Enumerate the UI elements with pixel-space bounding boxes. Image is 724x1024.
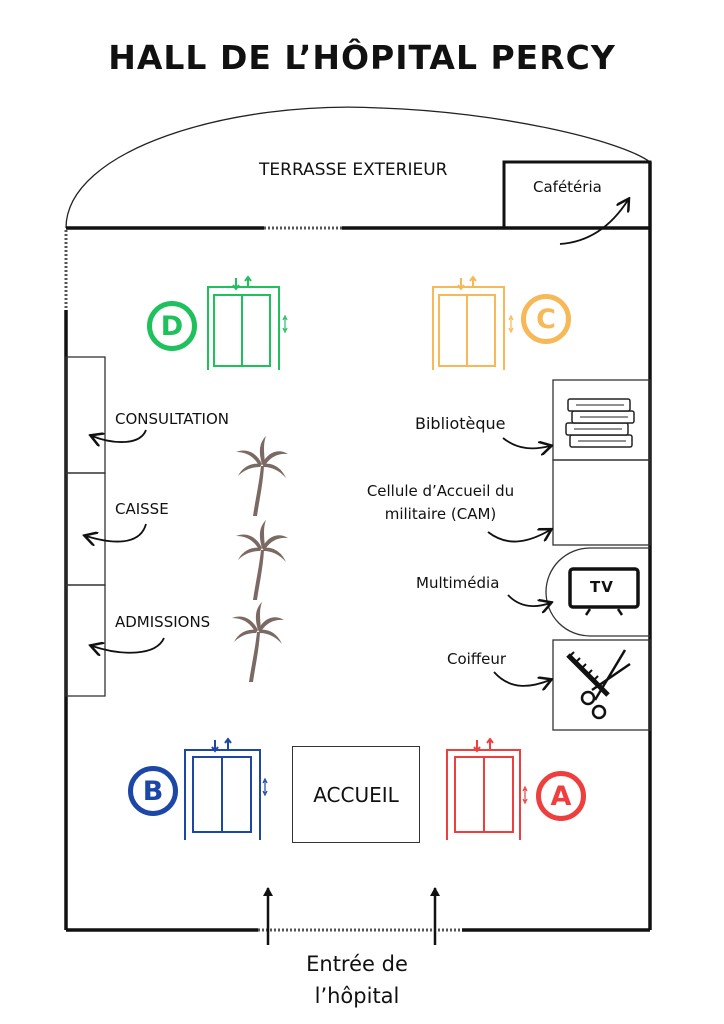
map-title: HALL DE L’HÔPITAL PERCY: [108, 38, 616, 77]
entrance-label: Entrée de l’hôpital: [262, 948, 452, 1012]
library-label: Bibliotèque: [415, 414, 506, 433]
terrace-dome: [65, 106, 651, 229]
cafeteria-label: Cafétéria: [533, 178, 602, 196]
palm-tree-icon: [232, 602, 284, 682]
multimedia-label: Multimédia: [416, 574, 500, 592]
arrow-icon: [502, 437, 550, 448]
arrow-icon: [92, 429, 147, 442]
elevator-icon: [184, 737, 268, 840]
elevator-b-badge: B: [128, 766, 178, 816]
reception-label: ACCUEIL: [313, 782, 399, 807]
palm-tree-icon: [236, 436, 288, 516]
caisse-label: CAISSE: [115, 500, 169, 518]
arrow-icon: [92, 637, 165, 653]
arrow-icon: [559, 200, 628, 245]
tv-icon: [568, 567, 640, 616]
direction-arrows: [86, 200, 628, 686]
arrow-icon: [493, 671, 550, 686]
elevator-a-badge: A: [536, 771, 586, 821]
left-rooms: [65, 356, 106, 697]
elevator-icon: [207, 275, 288, 370]
cam-label-line: Cellule d’Accueil du: [366, 482, 515, 500]
elevator-icon: [446, 737, 528, 840]
cafeteria-room: [502, 160, 652, 230]
consultation-label: CONSULTATION: [115, 410, 230, 428]
terrace-label: TERRASSE EXTERIEUR: [259, 160, 448, 180]
arrow-icon: [86, 523, 147, 542]
cam-label-line: militaire (CAM): [384, 505, 497, 523]
entrance-line: Entrée de: [306, 952, 408, 976]
entrance-line: l’hôpital: [314, 984, 400, 1008]
door-openings: [64, 226, 462, 932]
elevator-d-badge: D: [147, 301, 197, 351]
arrow-icon: [507, 594, 550, 606]
tv-label: TV: [590, 578, 614, 596]
arrow-icon: [487, 530, 550, 543]
books-icon: [565, 398, 635, 448]
cam-label: Cellule d’Accueil du militaire (CAM): [348, 480, 533, 526]
hairdresser-label: Coiffeur: [447, 650, 507, 668]
scissors-comb-icon: [566, 649, 631, 720]
reception-desk: ACCUEIL: [292, 746, 420, 843]
palm-tree-icon: [236, 520, 288, 600]
entrance-arrows: [263, 887, 440, 945]
admissions-label: ADMISSIONS: [115, 613, 211, 631]
elevator-icon: [432, 275, 514, 370]
elevator-c-badge: C: [521, 294, 571, 344]
